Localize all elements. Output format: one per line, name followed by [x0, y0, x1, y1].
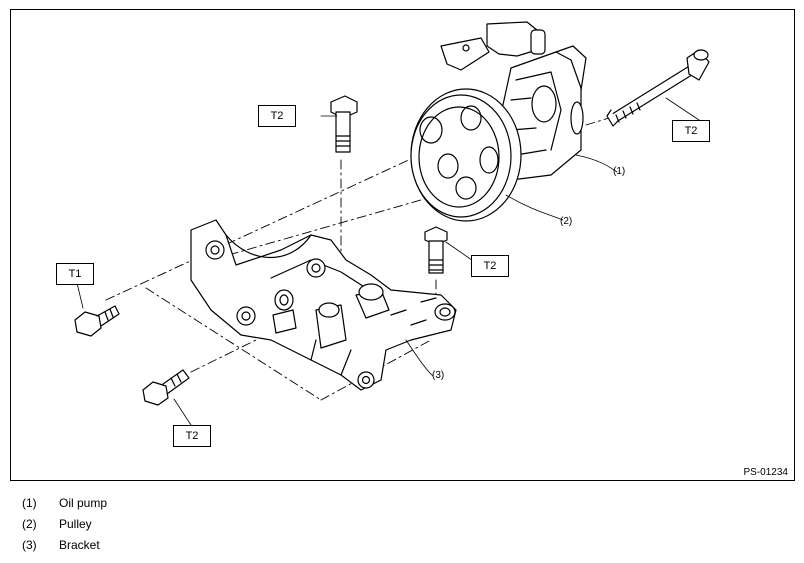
torque-label-lower-bolt: T2: [173, 425, 211, 447]
diagram-frame: T2 T2 T2 T1 T2 (1) (2) (3) PS-01234: [10, 9, 795, 481]
middle-bolt: [424, 226, 448, 274]
upper-bolt: [330, 95, 358, 153]
callout-bracket: (3): [432, 370, 445, 381]
legend-number: (3): [22, 538, 37, 552]
bracket: [190, 219, 457, 391]
legend-part-name: Oil pump: [59, 496, 108, 510]
callout-oil-pump: (1): [613, 166, 626, 177]
legend-number: (1): [22, 496, 37, 510]
torque-label-t1-bolt: T1: [56, 263, 94, 285]
long-bolt: [606, 49, 710, 127]
legend-number: (2): [22, 517, 37, 531]
parts-legend: (1) Oil pump (2) Pulley (3) Bracket: [22, 496, 107, 559]
torque-label-upper-bolt: T2: [258, 105, 296, 127]
leader-lines: [76, 97, 700, 426]
torque-label-long-bolt: T2: [672, 120, 710, 142]
pulley: [410, 88, 522, 222]
legend-part-name: Pulley: [59, 517, 92, 531]
torque-label-middle-bolt: T2: [471, 255, 509, 277]
legend-part-name: Bracket: [59, 538, 100, 552]
legend-item: (1) Oil pump: [22, 496, 107, 517]
exploded-view-drawing: [74, 21, 710, 426]
lower-bolt: [142, 369, 190, 406]
callout-pulley: (2): [560, 216, 573, 227]
figure-code: PS-01234: [743, 467, 788, 478]
legend-item: (2) Pulley: [22, 517, 107, 538]
t1-bolt: [74, 305, 120, 337]
legend-item: (3) Bracket: [22, 538, 107, 559]
